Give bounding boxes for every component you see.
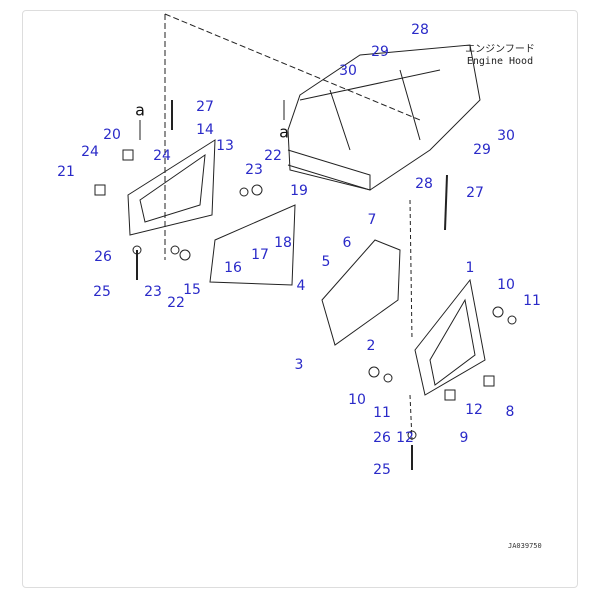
part-callout: 28 xyxy=(415,176,433,192)
part-callout: 8 xyxy=(505,404,515,420)
part-callout: 23 xyxy=(144,284,162,300)
part-callout: 5 xyxy=(321,254,331,270)
part-callout: 12 xyxy=(396,430,414,446)
part-callout: 19 xyxy=(290,183,308,199)
diagram-frame xyxy=(22,10,578,588)
part-callout: 2 xyxy=(366,338,376,354)
drawing-code: JA039750 xyxy=(508,542,542,550)
part-10-nut xyxy=(492,306,504,318)
part-10-nut xyxy=(368,366,380,378)
part-callout: 14 xyxy=(196,122,214,138)
leader-line xyxy=(409,394,413,441)
part-20-clip xyxy=(122,149,134,161)
part-callout: 30 xyxy=(339,63,357,79)
leader-line xyxy=(164,13,421,121)
part-1-inner xyxy=(429,298,476,386)
part-callout: 29 xyxy=(371,44,389,60)
part-11-washer xyxy=(507,315,517,325)
part-27-rod xyxy=(444,174,448,231)
part-13-inner xyxy=(139,153,206,223)
part-26-washer xyxy=(132,245,142,255)
part-23-washer xyxy=(239,187,249,197)
engine-hood-caption: エンジンフード Engine Hood xyxy=(460,44,540,68)
part-callout: 30 xyxy=(497,128,515,144)
part-callout: 4 xyxy=(296,278,306,294)
part-callout: 7 xyxy=(367,212,377,228)
part-8-clip xyxy=(483,375,495,387)
engine-hood-detail xyxy=(299,69,441,151)
part-3-seal xyxy=(321,239,401,346)
part-22-nut xyxy=(251,184,263,196)
part-22-nut xyxy=(179,249,191,261)
part-callout: 24 xyxy=(153,148,171,164)
part-callout: 25 xyxy=(373,462,391,478)
engine-hood xyxy=(287,44,481,191)
part-callout: 1 xyxy=(465,260,475,276)
part-26-washer xyxy=(407,430,417,440)
part-13-cover xyxy=(127,139,216,236)
part-callout: 25 xyxy=(93,284,111,300)
part-callout: 6 xyxy=(342,235,352,251)
leader-line xyxy=(409,199,413,341)
part-callout: 22 xyxy=(264,148,282,164)
part-15-seal xyxy=(209,204,296,286)
part-callout: 21 xyxy=(57,164,75,180)
part-callout: 16 xyxy=(224,260,242,276)
part-callout: 15 xyxy=(183,282,201,298)
part-9-clip xyxy=(444,389,456,401)
part-callout: 24 xyxy=(81,144,99,160)
part-callout: 27 xyxy=(196,99,214,115)
part-21-clip xyxy=(94,184,106,196)
part-callout: 13 xyxy=(216,138,234,154)
part-1-cover xyxy=(414,278,486,396)
part-callout: 20 xyxy=(103,127,121,143)
part-callout: 11 xyxy=(523,293,541,309)
hood-edge xyxy=(287,149,371,191)
part-callout: 28 xyxy=(411,22,429,38)
part-callout: 10 xyxy=(348,392,366,408)
part-callout: 3 xyxy=(294,357,304,373)
part-callout: 26 xyxy=(94,249,112,265)
caption-en: Engine Hood xyxy=(466,56,534,67)
caption-jp: エンジンフード xyxy=(465,44,535,55)
part-callout: 18 xyxy=(274,235,292,251)
part-callout: 9 xyxy=(459,430,469,446)
part-11-washer xyxy=(383,373,393,383)
part-callout: 17 xyxy=(251,247,269,263)
part-callout: 23 xyxy=(245,162,263,178)
part-callout: 10 xyxy=(497,277,515,293)
part-callout: 27 xyxy=(466,185,484,201)
part-callout: 12 xyxy=(465,402,483,418)
ref-mark-a: a xyxy=(279,122,289,142)
part-callout: 11 xyxy=(373,405,391,421)
part-callout: 22 xyxy=(167,295,185,311)
part-callout: 26 xyxy=(373,430,391,446)
part-23-washer xyxy=(170,245,180,255)
part-callout: 29 xyxy=(473,142,491,158)
ref-mark-a: a xyxy=(135,100,145,120)
